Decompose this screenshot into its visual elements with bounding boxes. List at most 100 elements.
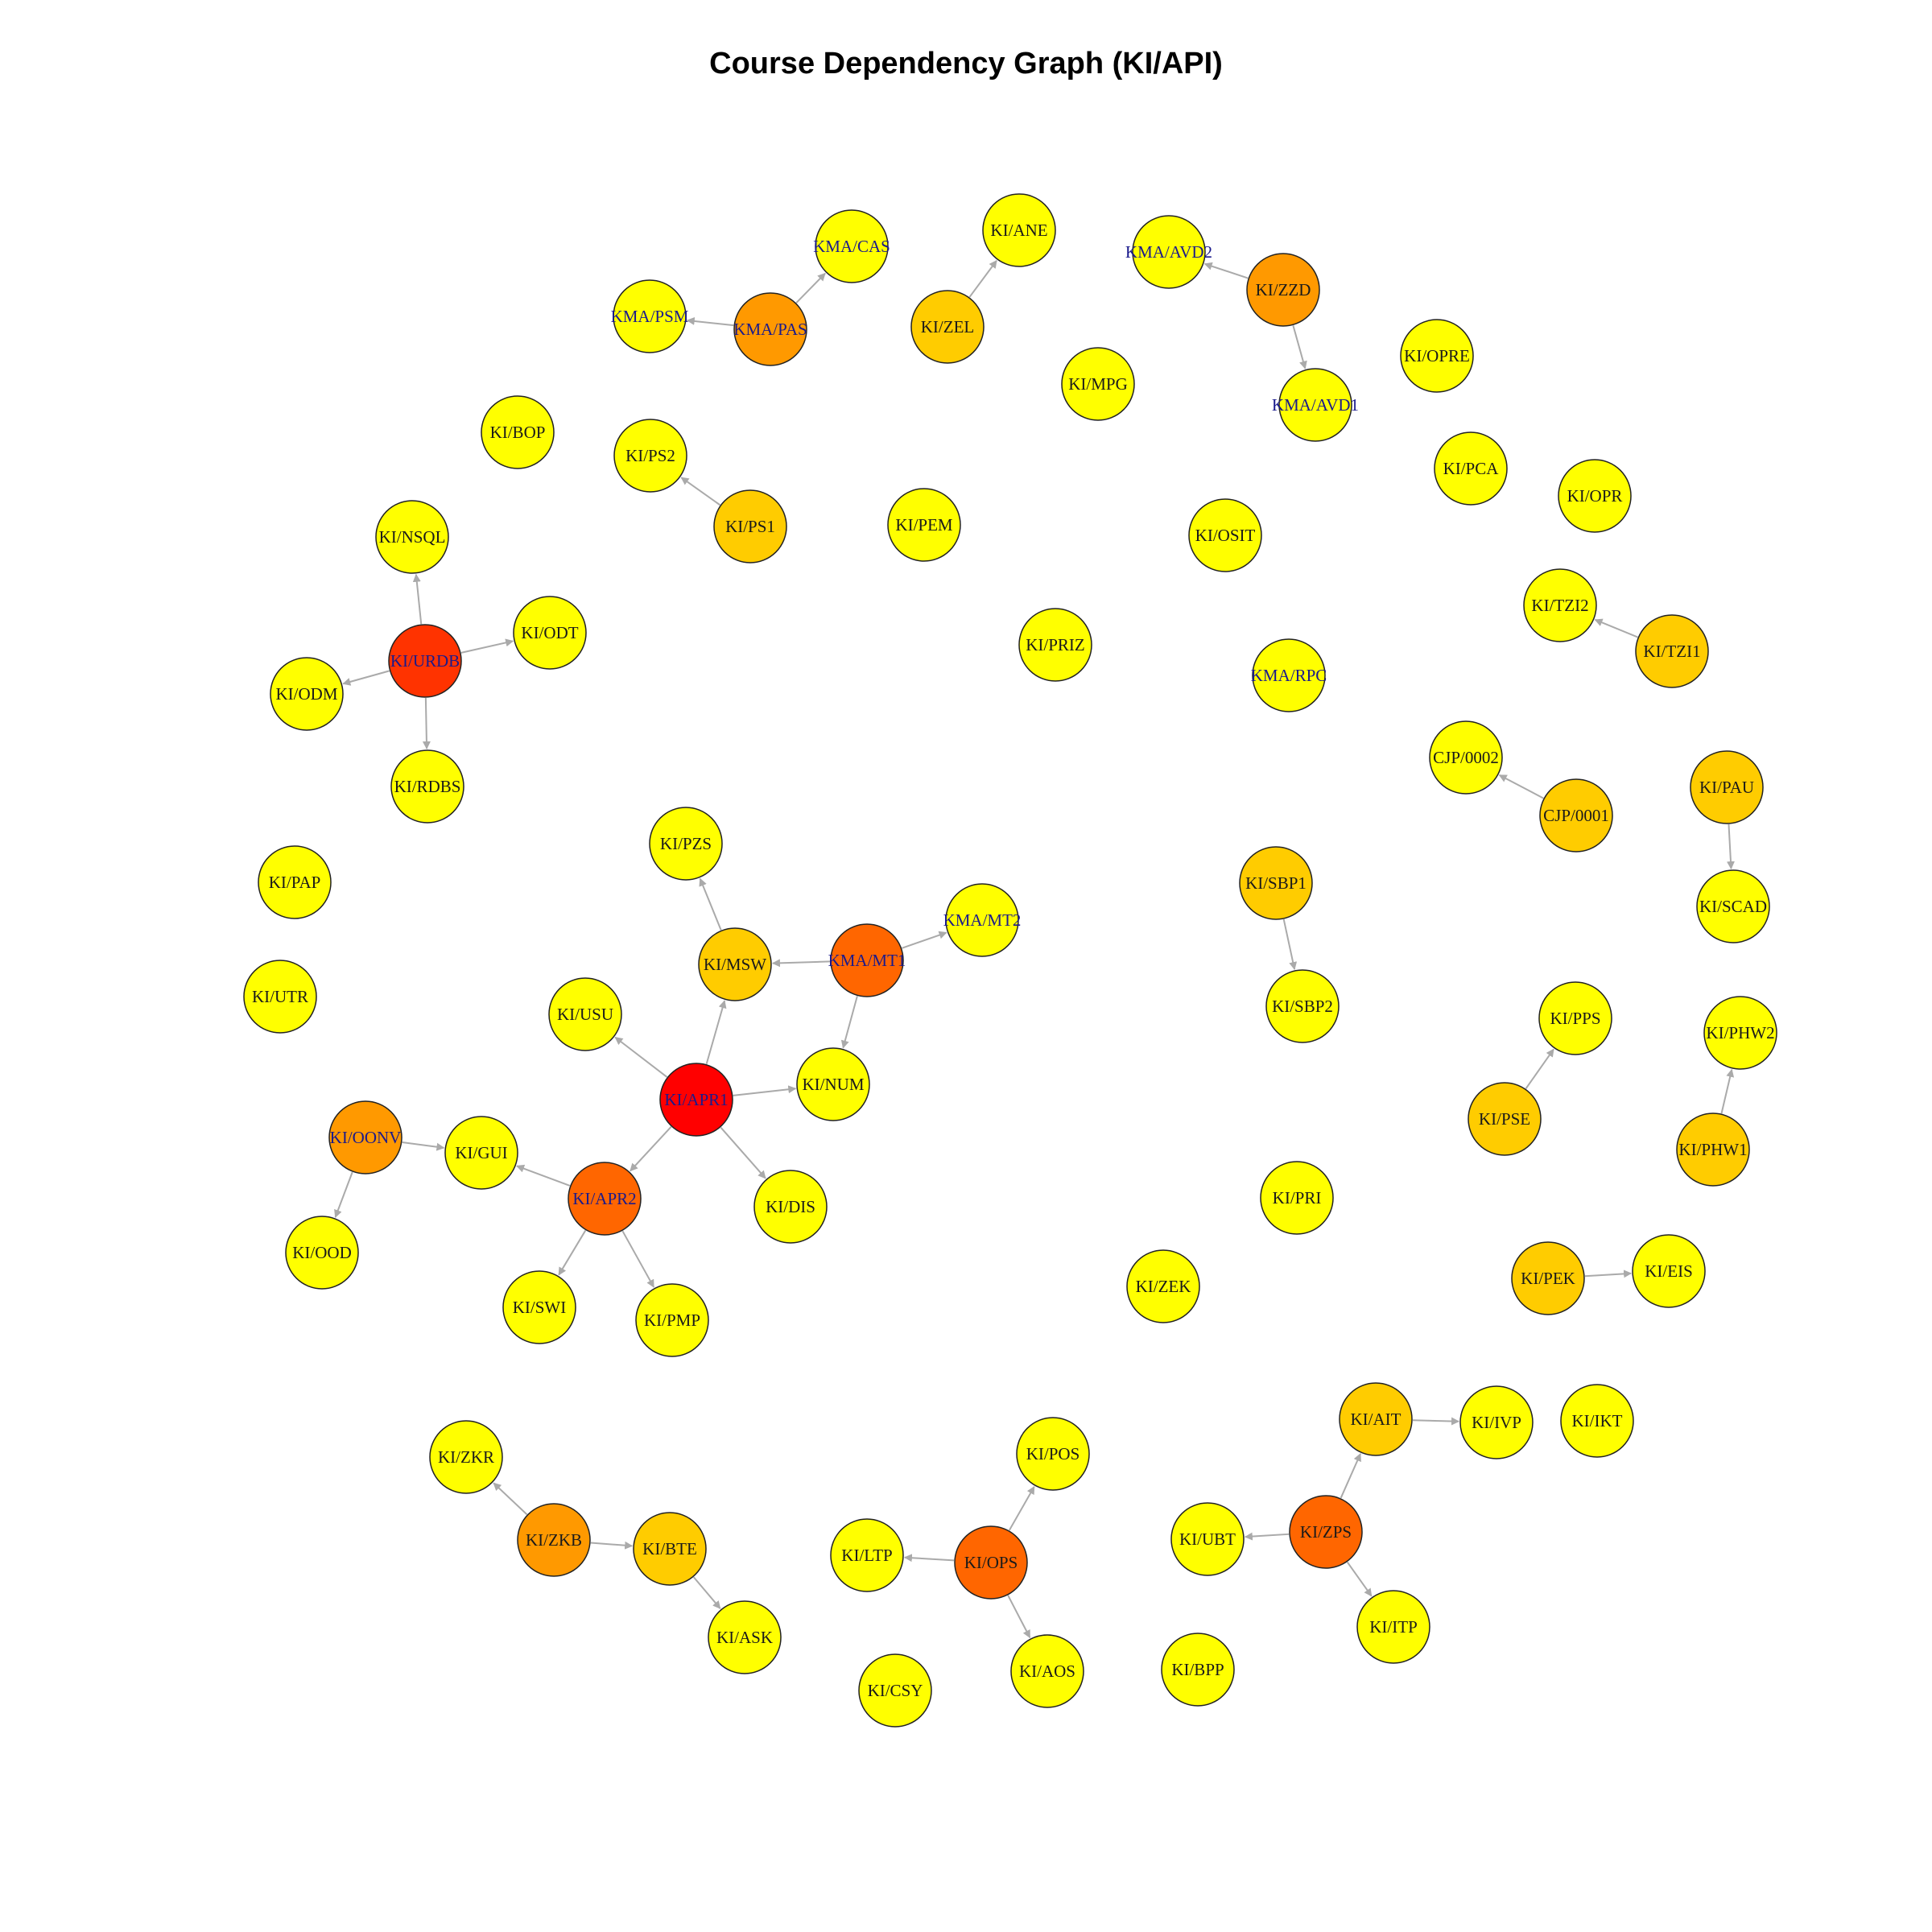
node-ki-pri[interactable]: KI/PRI (1260, 1161, 1334, 1235)
node-ki-pmp[interactable]: KI/PMP (635, 1283, 709, 1357)
node-circle (1018, 608, 1092, 682)
edge-kma-mt1-to-ki-msw (771, 959, 831, 968)
node-circle (613, 419, 687, 493)
node-circle (1260, 1161, 1334, 1235)
node-circle (481, 395, 555, 469)
node-ki-zel[interactable]: KI/ZEL (910, 290, 985, 364)
node-circle (1703, 996, 1777, 1070)
node-circle (1010, 1634, 1084, 1708)
node-ki-ait[interactable]: KI/AIT (1339, 1382, 1413, 1456)
node-kma-cas[interactable]: KMA/CAS (813, 209, 890, 283)
node-ki-tzi1[interactable]: KI/TZI1 (1635, 614, 1709, 688)
node-ki-zps[interactable]: KI/ZPS (1289, 1495, 1363, 1569)
node-circle (1511, 1241, 1585, 1315)
node-ki-pap[interactable]: KI/PAP (258, 845, 332, 919)
node-ki-zkr[interactable]: KI/ZKR (429, 1420, 503, 1494)
node-ki-oonv[interactable]: KI/OONV (328, 1100, 402, 1174)
node-ki-rdbs[interactable]: KI/RDBS (390, 749, 464, 824)
node-cjp-0002[interactable]: CJP/0002 (1429, 720, 1503, 795)
node-ki-sbp1[interactable]: KI/SBP1 (1239, 846, 1313, 920)
node-ki-pau[interactable]: KI/PAU (1690, 750, 1764, 824)
node-ki-zek[interactable]: KI/ZEK (1126, 1249, 1200, 1323)
node-circle (1356, 1590, 1430, 1664)
node-ki-itp[interactable]: KI/ITP (1356, 1590, 1430, 1664)
node-ki-zzd[interactable]: KI/ZZD (1246, 253, 1320, 327)
node-ki-opre[interactable]: KI/OPRE (1400, 319, 1474, 393)
node-label: KI/UTR (252, 987, 308, 1006)
node-ki-ltp[interactable]: KI/LTP (830, 1518, 904, 1592)
node-circle (1132, 215, 1206, 289)
node-kma-avd1[interactable]: KMA/AVD1 (1272, 368, 1359, 442)
node-ki-mpg[interactable]: KI/MPG (1061, 347, 1135, 421)
node-cjp-0001[interactable]: CJP/0001 (1539, 778, 1613, 852)
node-ki-pps[interactable]: KI/PPS (1538, 981, 1612, 1055)
node-ki-pek[interactable]: KI/PEK (1511, 1241, 1585, 1315)
node-ki-priz[interactable]: KI/PRIZ (1018, 608, 1092, 682)
node-ki-ps2[interactable]: KI/PS2 (613, 419, 687, 493)
node-ki-nsql[interactable]: KI/NSQL (375, 500, 449, 574)
edge-ki-zzd-to-kma-avd2 (1203, 262, 1249, 279)
node-ki-ane[interactable]: KI/ANE (982, 193, 1056, 267)
node-label: KMA/PSM (611, 307, 689, 326)
node-label: KMA/PAS (733, 320, 807, 339)
node-circle (1696, 869, 1770, 943)
node-ki-ikt[interactable]: KI/IKT (1560, 1384, 1634, 1458)
node-ki-pca[interactable]: KI/PCA (1434, 431, 1508, 506)
node-ki-odm[interactable]: KI/ODM (270, 657, 344, 731)
node-ki-pem[interactable]: KI/PEM (887, 488, 961, 562)
node-ki-phw2[interactable]: KI/PHW2 (1703, 996, 1777, 1070)
node-ki-apr1[interactable]: KI/APR1 (659, 1063, 733, 1137)
node-ki-gui[interactable]: KI/GUI (444, 1116, 518, 1190)
node-kma-rpc[interactable]: KMA/RPC (1251, 638, 1327, 712)
node-ki-bte[interactable]: KI/BTE (633, 1512, 707, 1586)
node-label: KI/PRIZ (1026, 635, 1085, 654)
node-kma-mt2[interactable]: KMA/MT2 (943, 883, 1022, 957)
node-kma-psm[interactable]: KMA/PSM (611, 279, 689, 353)
node-kma-avd2[interactable]: KMA/AVD2 (1125, 215, 1212, 289)
node-ki-urdb[interactable]: KI/URDB (388, 624, 462, 698)
node-ki-ubt[interactable]: KI/UBT (1170, 1502, 1245, 1576)
node-label: KI/PEM (895, 515, 953, 535)
node-ki-num[interactable]: KI/NUM (796, 1047, 870, 1121)
node-circle (635, 1283, 709, 1357)
node-ki-dis[interactable]: KI/DIS (753, 1170, 828, 1244)
node-circle (1170, 1502, 1245, 1576)
node-circle (1278, 368, 1352, 442)
node-ki-bop[interactable]: KI/BOP (481, 395, 555, 469)
node-circle (1468, 1082, 1542, 1156)
node-ki-sbp2[interactable]: KI/SBP2 (1265, 969, 1340, 1043)
node-ki-ops[interactable]: KI/OPS (954, 1525, 1028, 1600)
node-ki-pos[interactable]: KI/POS (1016, 1417, 1090, 1491)
node-circle (1252, 638, 1326, 712)
node-ki-odt[interactable]: KI/ODT (513, 596, 587, 670)
node-ki-pzs[interactable]: KI/PZS (649, 807, 723, 881)
node-ki-ask[interactable]: KI/ASK (708, 1600, 782, 1674)
node-ki-utr[interactable]: KI/UTR (243, 960, 317, 1034)
node-ki-ivp[interactable]: KI/IVP (1459, 1385, 1534, 1459)
edge-ki-zkb-to-ki-zkr (493, 1482, 528, 1516)
node-ki-pse[interactable]: KI/PSE (1468, 1082, 1542, 1156)
node-ki-ood[interactable]: KI/OOD (285, 1216, 359, 1290)
node-ki-scad[interactable]: KI/SCAD (1696, 869, 1770, 943)
node-ki-tzi2[interactable]: KI/TZI2 (1523, 568, 1597, 642)
node-ki-bpp[interactable]: KI/BPP (1161, 1633, 1235, 1707)
node-ki-swi[interactable]: KI/SWI (502, 1270, 576, 1344)
node-ki-usu[interactable]: KI/USU (548, 977, 622, 1051)
node-ki-opr[interactable]: KI/OPR (1558, 459, 1632, 533)
node-label: KI/AIT (1351, 1410, 1402, 1429)
node-circle (910, 290, 985, 364)
node-ki-osit[interactable]: KI/OSIT (1188, 498, 1262, 572)
node-ki-phw1[interactable]: KI/PHW1 (1676, 1113, 1750, 1187)
node-kma-pas[interactable]: KMA/PAS (733, 292, 807, 366)
node-ki-eis[interactable]: KI/EIS (1632, 1234, 1706, 1308)
node-ki-apr2[interactable]: KI/APR2 (568, 1162, 642, 1236)
node-ki-aos[interactable]: KI/AOS (1010, 1634, 1084, 1708)
node-ki-msw[interactable]: KI/MSW (698, 927, 772, 1001)
node-kma-mt1[interactable]: KMA/MT1 (828, 923, 906, 997)
node-ki-zkb[interactable]: KI/ZKB (517, 1503, 591, 1577)
node-ki-csy[interactable]: KI/CSY (858, 1653, 932, 1728)
node-ki-ps1[interactable]: KI/PS1 (713, 489, 787, 564)
node-label: KI/ZEL (921, 317, 974, 336)
edge-ki-apr1-to-ki-msw (705, 1000, 727, 1065)
node-circle (649, 807, 723, 881)
